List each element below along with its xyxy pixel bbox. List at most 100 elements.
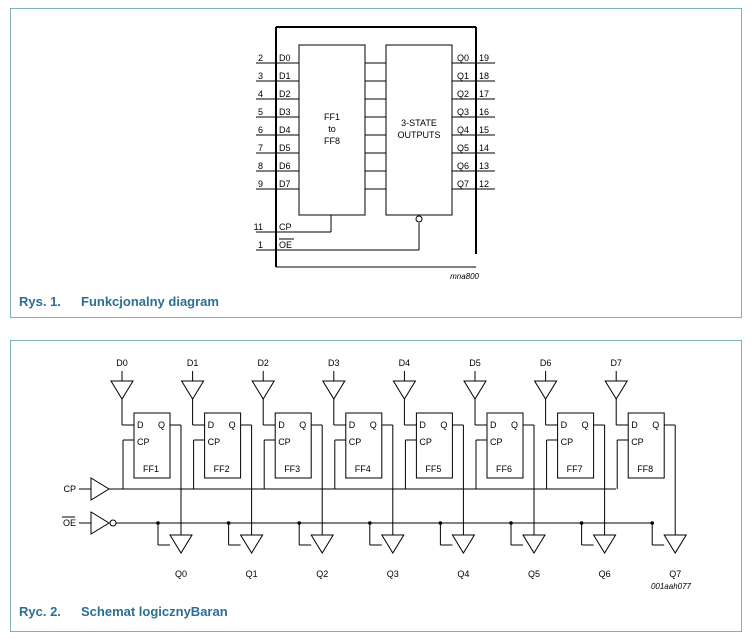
ff-block [298,44,366,216]
flip-flop-box [133,412,171,479]
input-pin-number: 8 [258,161,263,171]
output-pin-name: Q2 [457,89,469,99]
output-pin-number: 18 [479,71,489,81]
ff-label: FF6 [496,464,512,474]
output-pin-name: Q5 [457,143,469,153]
figure2-caption: Ryc. 2. Schemat logicznyBaran [19,604,228,619]
ff-label: FF3 [284,464,300,474]
output-pin-number: 15 [479,125,489,135]
ff-q-pin: Q [229,420,236,430]
ff-d-pin: D [631,420,638,430]
ff-cp-pin: CP [561,437,574,447]
output-pin-number: 13 [479,161,489,171]
input-pin-number: 2 [258,53,263,63]
figure1-caption-number: Rys. 1. [19,294,61,309]
ff-cp-pin: CP [208,437,221,447]
d-input-buffer [110,380,134,400]
ff-cp-pin: CP [137,437,150,447]
output-buffer [169,534,193,554]
d-input-buffer [251,380,276,400]
d-input-label: D2 [257,358,269,368]
flip-flop-box [627,412,665,479]
cp-pin-name: CP [279,222,292,232]
ff-cp-pin: CP [278,437,291,447]
q-output-label: Q4 [457,569,469,579]
output-pin-number: 17 [479,89,489,99]
d-input-buffer [533,380,558,400]
output-pin-name: Q1 [457,71,469,81]
ff-q-pin: Q [511,420,518,430]
figure2-caption-number: Ryc. 2. [19,604,61,619]
figure1-reference: mna800 [450,272,479,281]
ff-block-label: FF8 [324,136,340,146]
d-input-label: D7 [610,358,622,368]
oe-junction-dot [650,521,654,525]
ff-d-pin: D [490,420,497,430]
ff-d-pin: D [278,420,285,430]
d-input-buffer [392,380,417,400]
d-input-buffer [321,380,346,400]
q-output-label: Q2 [316,569,328,579]
flip-flop-box [204,412,242,479]
oe-inversion-bubble [109,519,117,527]
oe-inversion-bubble [415,215,423,223]
input-pin-number: 6 [258,125,263,135]
figure1-caption-title: Funkcjonalny diagram [81,294,219,309]
ff-label: FF5 [425,464,441,474]
input-pin-name: D7 [279,179,291,189]
output-pin-name: Q3 [457,107,469,117]
ff-d-pin: D [208,420,215,430]
oe-buffer [90,511,110,535]
output-buffer [451,534,476,554]
input-pin-number: 5 [258,107,263,117]
ff-d-pin: D [561,420,568,430]
q-output-label: Q0 [175,569,187,579]
ff-block-label: FF1 [324,112,340,122]
input-pin-name: D4 [279,125,291,135]
input-pin-number: 4 [258,89,263,99]
output-buffer [380,534,405,554]
ff-label: FF4 [355,464,371,474]
cp-buffer [90,477,110,501]
flip-flop-box [557,412,595,479]
ff-cp-pin: CP [419,437,432,447]
input-pin-name: D0 [279,53,291,63]
flip-flop-box [486,412,524,479]
d-input-label: D6 [540,358,552,368]
d-input-label: D0 [116,358,128,368]
output-pin-number: 19 [479,53,489,63]
d-input-buffer [463,380,487,400]
oe-label: OE [63,518,76,528]
ff-label: FF1 [143,464,159,474]
output-block-label: OUTPUTS [397,130,440,140]
input-pin-name: D6 [279,161,291,171]
ff-q-pin: Q [652,420,659,430]
output-block [385,44,453,216]
input-pin-name: D1 [279,71,291,81]
ff-label: FF8 [637,464,653,474]
input-pin-name: D2 [279,89,291,99]
ff-cp-pin: CP [349,437,362,447]
output-buffer [522,534,546,554]
output-pin-number: 16 [479,107,489,117]
q-output-label: Q6 [599,569,611,579]
d-input-buffer [604,380,629,400]
input-pin-number: 7 [258,143,263,153]
ff-q-pin: Q [158,420,165,430]
output-pin-number: 12 [479,179,489,189]
ff-label: FF2 [214,464,230,474]
figure2-caption-title: Schemat logicznyBaran [81,604,228,619]
output-pin-name: Q6 [457,161,469,171]
d-input-label: D5 [469,358,481,368]
input-pin-number: 3 [258,71,263,81]
ff-block-label: to [328,124,336,134]
output-buffer [592,534,617,554]
cp-label: CP [63,484,76,494]
figure1-caption: Rys. 1. Funkcjonalny diagram [19,294,219,309]
ff-cp-pin: CP [631,437,644,447]
q-output-label: Q3 [387,569,399,579]
d-input-buffer [180,380,205,400]
